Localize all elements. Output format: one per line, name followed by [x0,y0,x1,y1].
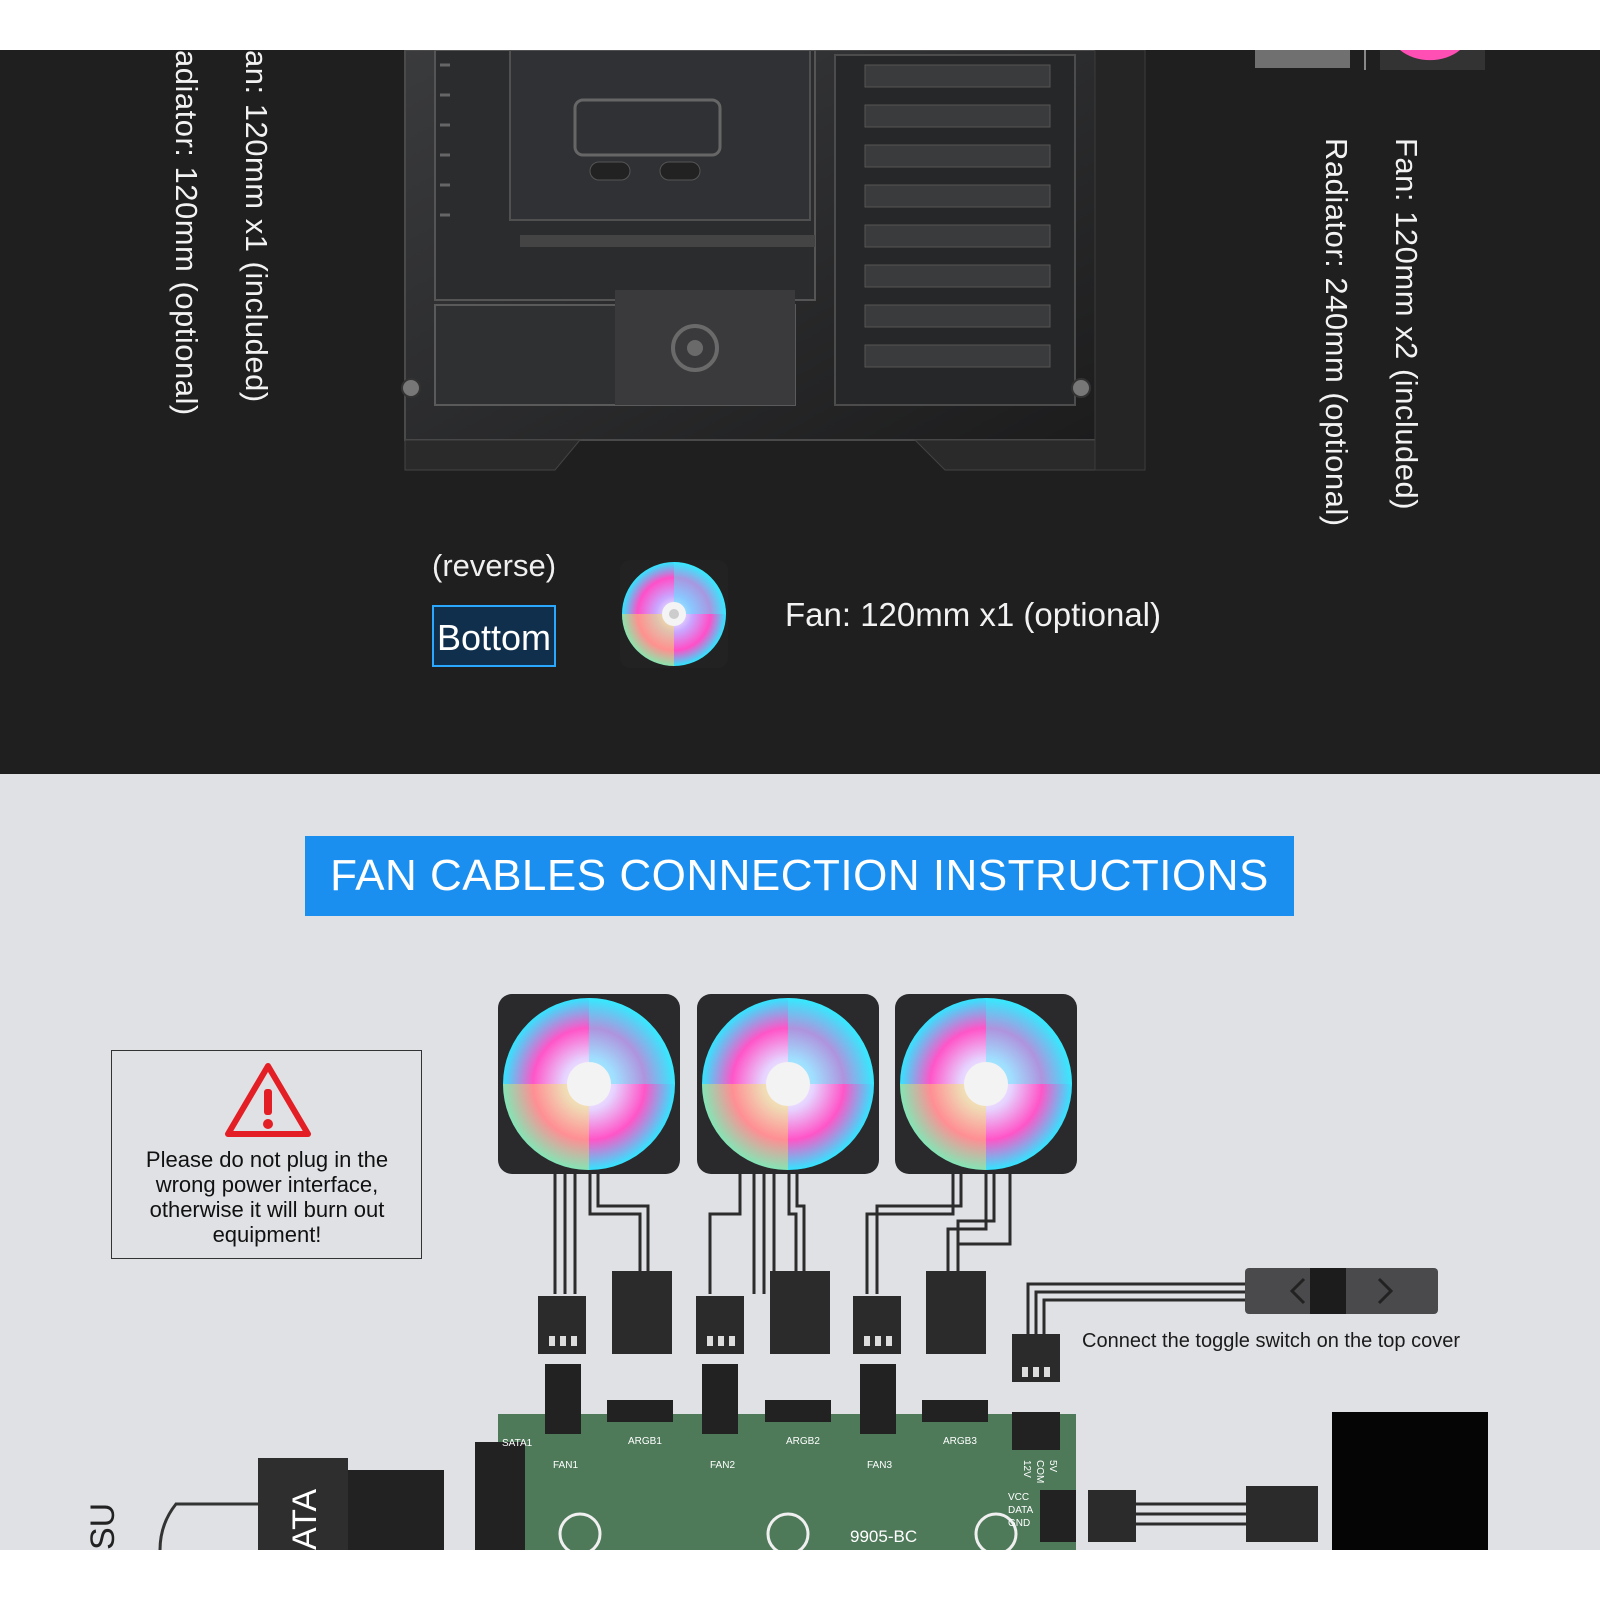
wiring-diagram: SATA1 FAN1 FAN2 FAN3 ARGB1 ARGB2 ARGB3 V… [84,994,1488,1550]
rgb-fan-icon [620,560,728,668]
bottom-fan-spec: Fan: 120mm x1 (optional) [785,596,1162,633]
board-fan3-label: FAN3 [867,1460,892,1471]
rgb-fan-icon [895,994,1077,1174]
board-com-label: COM [1034,1460,1045,1483]
board-argb2-label: ARGB2 [786,1436,820,1447]
reverse-label: (reverse) [432,548,557,583]
bottom-position-tag: Bottom [432,605,556,667]
sata-plug-label: ATA [286,1489,324,1550]
warning-triangle-icon [225,1063,311,1137]
right-radiator-spec: Radiator: 240mm (optional) [1319,138,1354,527]
case-layout-section: an: 120mm x1 (included) adiator: 120mm (… [0,50,1600,774]
board-fan1-label: FAN1 [553,1460,578,1471]
board-fan2-label: FAN2 [710,1460,735,1471]
board-data-label: DATA [1008,1505,1034,1516]
toggle-switch-caption: Connect the toggle switch on the top cov… [1082,1330,1461,1352]
warning-text: Please do not plug in the wrong power in… [145,1147,389,1247]
top-fan-partial [1255,50,1485,70]
psu-label: SU [84,1503,122,1550]
warning-box: Please do not plug in the wrong power in… [111,1050,422,1259]
board-model-label: 9905-BC [850,1527,917,1546]
board-5v-label: 5V [1047,1460,1058,1473]
connection-banner-title: FAN CABLES CONNECTION INSTRUCTIONS [305,836,1294,916]
left-radiator-spec: adiator: 120mm (optional) [169,50,204,416]
toggle-switch [1245,1268,1438,1314]
board-argb1-label: ARGB1 [628,1436,662,1447]
board-sata-label: SATA1 [502,1438,533,1449]
right-fan-spec: Fan: 120mm x2 (included) [1389,138,1424,511]
left-arrow-icon [1289,1277,1306,1305]
board-argb3-label: ARGB3 [943,1436,977,1447]
rgb-fan-icon [498,994,680,1174]
board-gnd-label: GND [1008,1518,1030,1529]
left-fan-spec: an: 120mm x1 (included) [239,50,274,403]
board-vcc-label: VCC [1008,1492,1029,1503]
connection-section: FAN CABLES CONNECTION INSTRUCTIONS Pleas… [0,774,1600,1550]
pc-case-illustration [401,50,1146,471]
board-12v-label: 12V [1021,1460,1032,1478]
right-arrow-icon [1377,1277,1394,1305]
rgb-fan-icon [697,994,879,1174]
hub-circuit-board [498,1414,1076,1550]
